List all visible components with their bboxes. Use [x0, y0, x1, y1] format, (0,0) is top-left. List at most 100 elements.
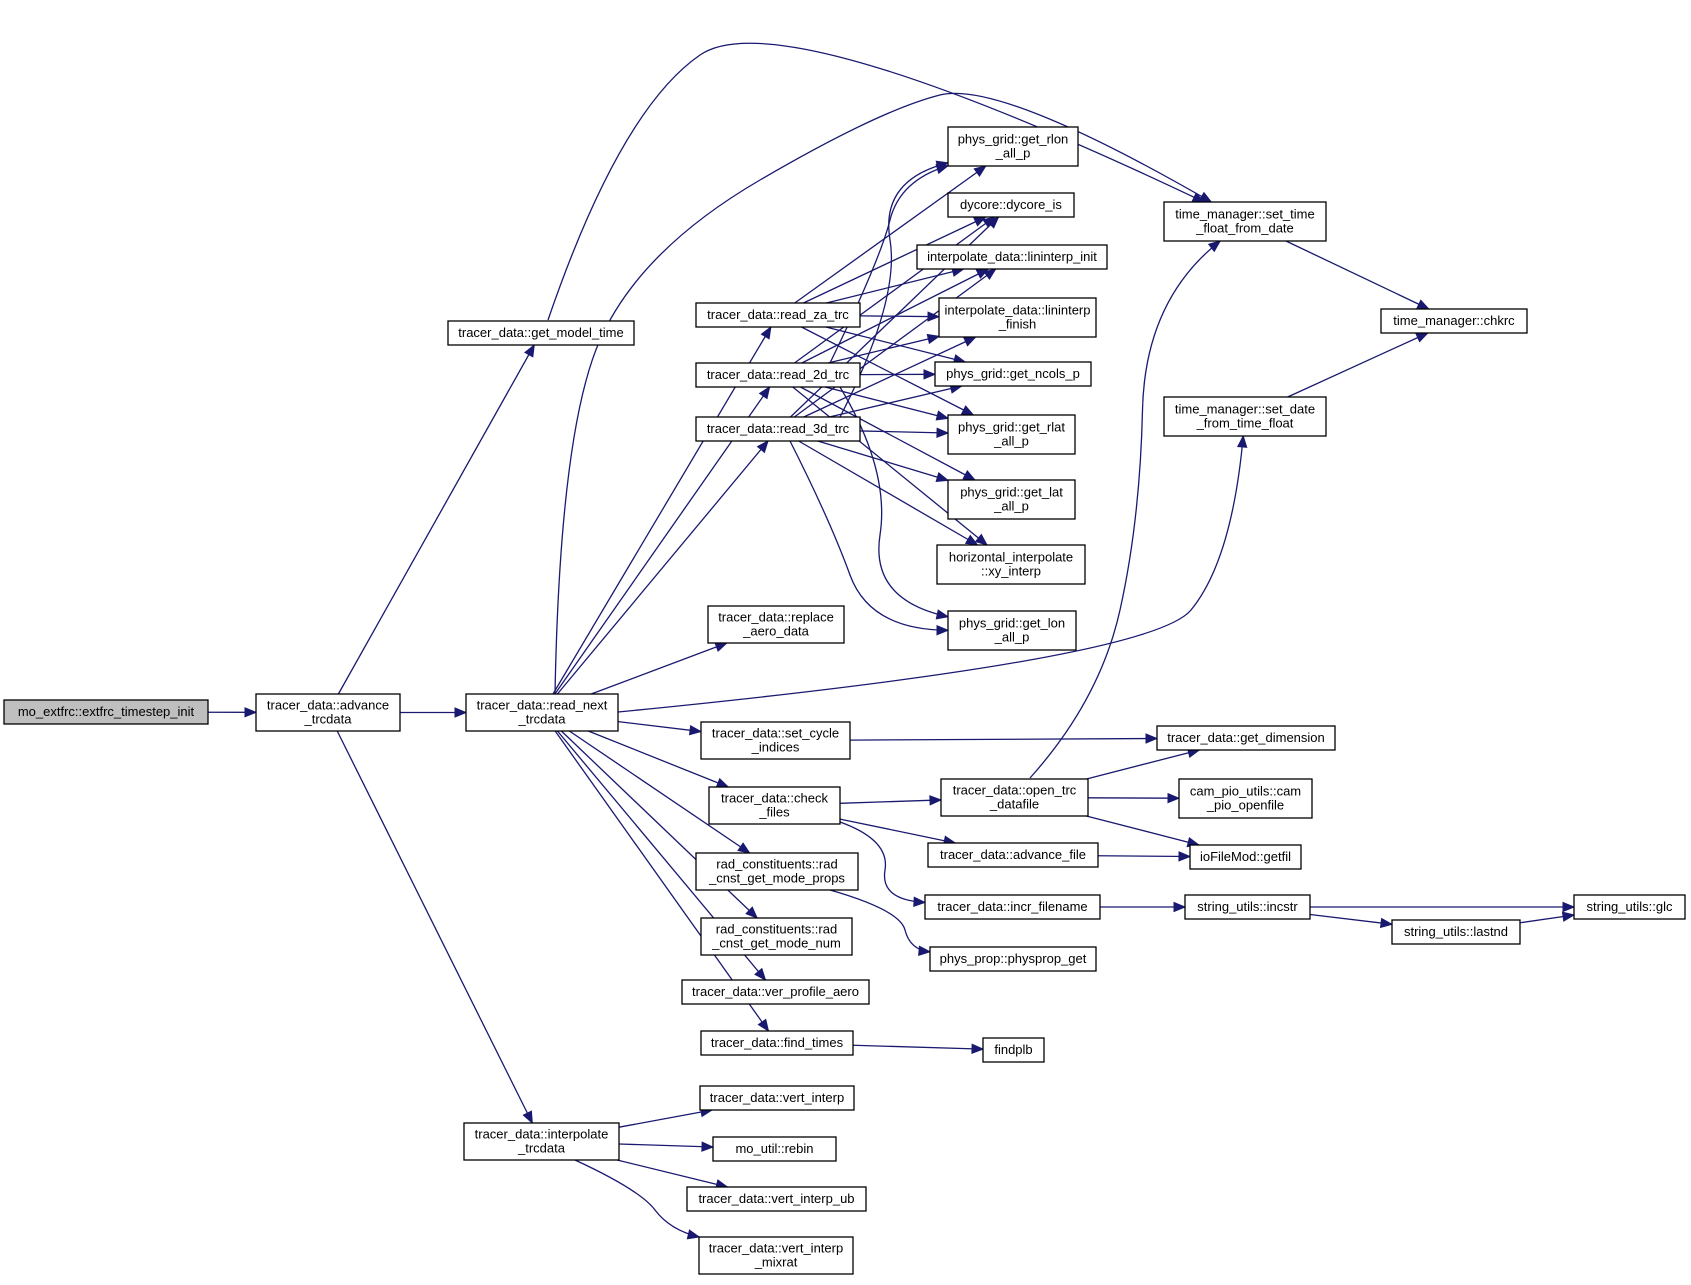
edge-open_trc-to-set_time_float: [1029, 240, 1222, 779]
node-get_dimension-box[interactable]: [1156, 725, 1336, 751]
node-interpolate-label-line-0: tracer_data::interpolate: [475, 1127, 609, 1142]
node-findplb-label-line-0: findplb: [994, 1042, 1032, 1057]
edge-interpolate-to-vert_interp_mixrat-line: [574, 1159, 700, 1238]
node-rebin-box[interactable]: [712, 1136, 837, 1162]
node-chkrc[interactable]: time_manager::chkrc: [1380, 308, 1528, 334]
node-read_3d-box[interactable]: [695, 416, 861, 442]
node-xy_interp-box[interactable]: [936, 544, 1086, 585]
node-get_lat[interactable]: phys_grid::get_lat_all_p: [947, 479, 1076, 520]
node-dycore_is-box[interactable]: [947, 192, 1075, 218]
node-physprop_get-box[interactable]: [929, 946, 1097, 972]
node-chkrc-box[interactable]: [1380, 308, 1528, 334]
node-rad_props-box[interactable]: [695, 852, 859, 891]
node-get_lat-box[interactable]: [947, 479, 1076, 520]
node-read_2d[interactable]: tracer_data::read_2d_trc: [695, 362, 861, 388]
node-rad_num-box[interactable]: [700, 917, 853, 956]
node-set_cycle[interactable]: tracer_data::set_cycle_indices: [700, 721, 851, 760]
node-getfil-box[interactable]: [1189, 844, 1302, 870]
node-xy_interp-label-line-1: ::xy_interp: [981, 564, 1041, 579]
node-get_rlat[interactable]: phys_grid::get_rlat_all_p: [947, 414, 1076, 455]
edge-open_trc-to-getfil: [1086, 815, 1201, 848]
node-vert_interp_ub[interactable]: tracer_data::vert_interp_ub: [686, 1186, 867, 1212]
node-lastnd[interactable]: string_utils::lastnd: [1391, 919, 1521, 945]
node-incstr-box[interactable]: [1184, 894, 1311, 920]
node-open_trc-box[interactable]: [940, 778, 1089, 817]
node-read_next[interactable]: tracer_data::read_next_trcdata: [465, 693, 619, 732]
node-vert_interp_ub-box[interactable]: [686, 1186, 867, 1212]
node-cam_pio[interactable]: cam_pio_utils::cam_pio_openfile: [1178, 778, 1313, 819]
node-get_lon-box[interactable]: [947, 610, 1077, 651]
edge-incr_filename-to-incstr: [1100, 901, 1187, 913]
node-xy_interp[interactable]: horizontal_interpolate::xy_interp: [936, 544, 1086, 585]
node-rad_props[interactable]: rad_constituents::rad_cnst_get_mode_prop…: [695, 852, 859, 891]
node-open_trc[interactable]: tracer_data::open_trc_datafile: [940, 778, 1089, 817]
edge-read_2d-to-xy_interp-arrowhead: [974, 533, 989, 546]
node-lininterp_finish-box[interactable]: [938, 297, 1097, 338]
node-root-box[interactable]: [3, 699, 209, 725]
node-advance_file[interactable]: tracer_data::advance_file: [927, 842, 1099, 868]
node-check_files-box[interactable]: [708, 786, 841, 825]
node-read_2d-box[interactable]: [695, 362, 861, 388]
node-rad_num[interactable]: rad_constituents::rad_cnst_get_mode_num: [700, 917, 853, 956]
node-check_files[interactable]: tracer_data::check_files: [708, 786, 841, 825]
node-findplb[interactable]: findplb: [982, 1037, 1045, 1063]
node-incr_filename[interactable]: tracer_data::incr_filename: [924, 894, 1101, 920]
edge-set_cycle-to-get_dimension-arrowhead: [1145, 733, 1159, 744]
node-read_3d[interactable]: tracer_data::read_3d_trc: [695, 416, 861, 442]
node-glc[interactable]: string_utils::glc: [1573, 894, 1686, 920]
edge-interpolate-to-rebin: [618, 1141, 715, 1152]
node-read_next-box[interactable]: [465, 693, 619, 732]
node-vert_interp_mixrat-box[interactable]: [698, 1236, 854, 1275]
node-read_za[interactable]: tracer_data::read_za_trc: [695, 302, 861, 328]
node-incstr[interactable]: string_utils::incstr: [1184, 894, 1311, 920]
node-glc-box[interactable]: [1573, 894, 1686, 920]
node-root[interactable]: mo_extfrc::extfrc_timestep_init: [3, 699, 209, 725]
node-get_ncols[interactable]: phys_grid::get_ncols_p: [934, 361, 1092, 387]
edge-read_next-to-rad_props-arrowhead: [737, 842, 751, 854]
node-set_date[interactable]: time_manager::set_date_from_time_float: [1163, 396, 1327, 437]
node-vert_interp-box[interactable]: [699, 1085, 855, 1111]
node-read_za-box[interactable]: [695, 302, 861, 328]
node-findplb-box[interactable]: [982, 1037, 1045, 1063]
node-get_ncols-box[interactable]: [934, 361, 1092, 387]
node-get_rlon-box[interactable]: [947, 126, 1079, 167]
node-get_model_time[interactable]: tracer_data::get_model_time: [447, 320, 635, 346]
node-get_dimension[interactable]: tracer_data::get_dimension: [1156, 725, 1336, 751]
node-get_lon[interactable]: phys_grid::get_lon_all_p: [947, 610, 1077, 651]
node-vert_interp_mixrat[interactable]: tracer_data::vert_interp_mixrat: [698, 1236, 854, 1275]
node-find_times[interactable]: tracer_data::find_times: [700, 1030, 854, 1056]
node-vert_interp[interactable]: tracer_data::vert_interp: [699, 1085, 855, 1111]
edge-interpolate-to-vert_interp_mixrat-arrowhead: [686, 1229, 701, 1240]
node-replace_aero[interactable]: tracer_data::replace_aero_data: [707, 605, 845, 644]
node-interpolate-box[interactable]: [463, 1122, 620, 1161]
node-interpolate[interactable]: tracer_data::interpolate_trcdata: [463, 1122, 620, 1161]
node-set_date-box[interactable]: [1163, 396, 1327, 437]
edge-find_times-to-findplb-line: [852, 1044, 984, 1050]
edge-incr_filename-to-incstr-arrowhead: [1173, 901, 1187, 913]
node-set_time_float-box[interactable]: [1163, 201, 1327, 242]
node-set_time_float[interactable]: time_manager::set_time_float_from_date: [1163, 201, 1327, 242]
node-getfil[interactable]: ioFileMod::getfil: [1189, 844, 1302, 870]
node-lininterp_init[interactable]: interpolate_data::lininterp_init: [916, 244, 1108, 270]
node-find_times-box[interactable]: [700, 1030, 854, 1056]
node-set_cycle-box[interactable]: [700, 721, 851, 760]
node-cam_pio-box[interactable]: [1178, 778, 1313, 819]
node-rebin[interactable]: mo_util::rebin: [712, 1136, 837, 1162]
node-lastnd-label-line-0: string_utils::lastnd: [1404, 924, 1508, 939]
node-ver_profile-box[interactable]: [681, 979, 870, 1005]
node-lininterp_finish[interactable]: interpolate_data::lininterp_finish: [938, 297, 1097, 338]
node-ver_profile[interactable]: tracer_data::ver_profile_aero: [681, 979, 870, 1005]
edge-read_next-to-set_cycle-arrowhead: [688, 724, 703, 736]
node-incr_filename-box[interactable]: [924, 894, 1101, 920]
node-lininterp_init-box[interactable]: [916, 244, 1108, 270]
node-get_model_time-box[interactable]: [447, 320, 635, 346]
node-lastnd-box[interactable]: [1391, 919, 1521, 945]
node-advance_file-box[interactable]: [927, 842, 1099, 868]
node-replace_aero-box[interactable]: [707, 605, 845, 644]
node-get_rlat-box[interactable]: [947, 414, 1076, 455]
node-dycore_is[interactable]: dycore::dycore_is: [947, 192, 1075, 218]
node-get_rlon[interactable]: phys_grid::get_rlon_all_p: [947, 126, 1079, 167]
node-advance-box[interactable]: [255, 693, 401, 732]
node-physprop_get[interactable]: phys_prop::physprop_get: [929, 946, 1097, 972]
node-advance[interactable]: tracer_data::advance_trcdata: [255, 693, 401, 732]
